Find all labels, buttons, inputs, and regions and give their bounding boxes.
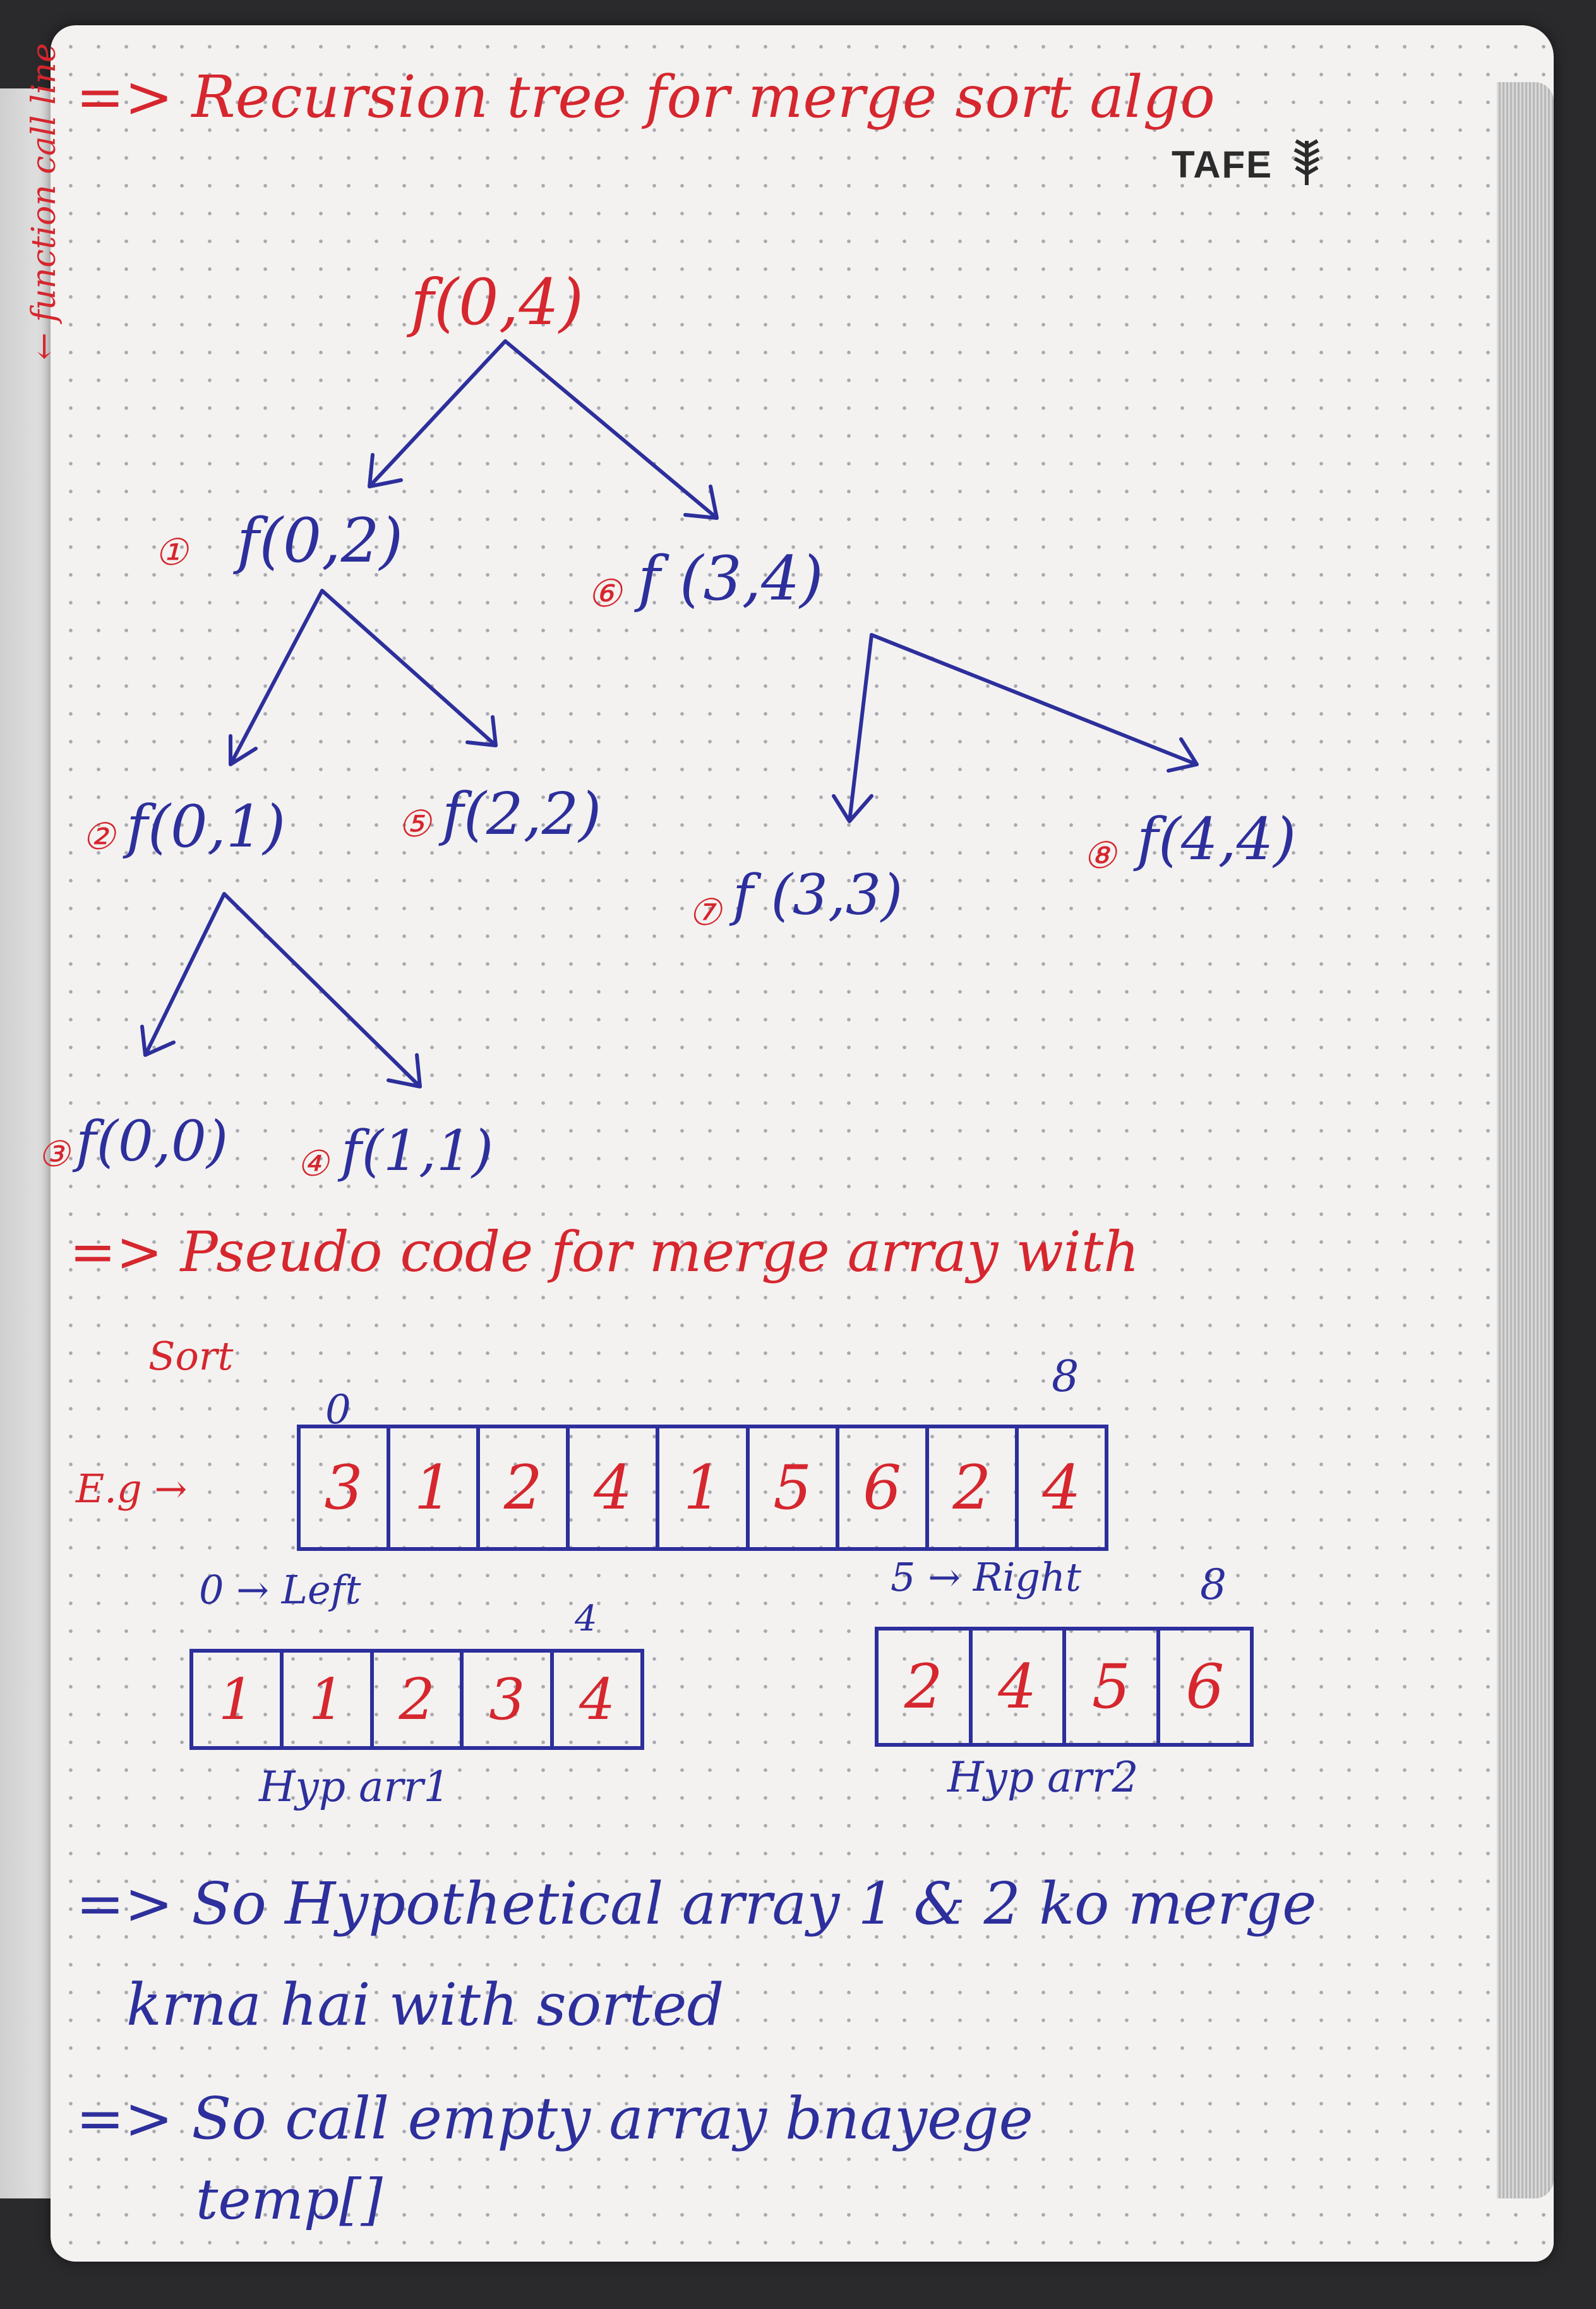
right-array-cell: 5 <box>1066 1631 1160 1743</box>
left-array-cell: 1 <box>284 1653 374 1746</box>
node-f-3-4: f (3,4) <box>638 543 824 614</box>
edge-34-left <box>832 633 873 823</box>
note-2-line-2: temp[] <box>196 2167 383 2232</box>
node-f-0-0: f(0,0) <box>76 1109 229 1174</box>
left-array-cell: 2 <box>374 1653 464 1746</box>
left-array-cell: 3 <box>464 1653 555 1746</box>
left-end-index: 4 <box>575 1598 597 1639</box>
note-2-line-1: => So call empty array bnayege <box>76 2085 1033 2152</box>
edge-02-left <box>229 589 324 766</box>
example-array-cell: 2 <box>480 1428 570 1547</box>
right-array-caption: Hyp arr2 <box>947 1753 1139 1802</box>
example-array-cell: 2 <box>929 1428 1019 1547</box>
note-1-line-2: krna hai with sorted <box>126 1971 724 2039</box>
example-array-cell: 3 <box>301 1428 391 1547</box>
right-array-label: 5 → Right <box>891 1554 1081 1600</box>
step-marker-7: ⑦ <box>688 891 721 934</box>
edge-01-left <box>140 892 226 1057</box>
example-array-cell: 5 <box>750 1428 839 1547</box>
example-array-cell: 4 <box>570 1428 660 1547</box>
example-label: E.g → <box>76 1466 188 1512</box>
example-array-cell: 1 <box>659 1428 750 1547</box>
wheat-logo-icon <box>1293 139 1320 185</box>
right-end-index: 8 <box>1200 1560 1227 1609</box>
pseudo-heading: => Pseudo code for merge array with <box>69 1219 1139 1284</box>
node-f-4-4: f(4,4) <box>1137 805 1297 873</box>
node-f-0-2: f(0,2) <box>237 505 404 576</box>
example-array-cell: 4 <box>1042 1452 1081 1523</box>
note-1-line-1: => So Hypothetical array 1 & 2 ko merge <box>76 1870 1317 1938</box>
example-array-cell: 1 <box>390 1428 481 1547</box>
pseudo-heading-continued: Sort <box>148 1333 234 1379</box>
right-array-cell: 4 <box>973 1631 1066 1743</box>
tree-heading: => Recursion tree for merge sort algo <box>76 63 1215 131</box>
right-array-cell: 2 <box>879 1631 973 1743</box>
node-f-0-4: f(0,4) <box>411 265 584 339</box>
notebook-page <box>51 25 1554 2262</box>
node-f-0-1: f(0,1) <box>126 793 286 860</box>
right-array-cell: 6 <box>1185 1651 1225 1722</box>
step-marker-8: ⑧ <box>1083 834 1116 877</box>
node-f-1-1: f(1,1) <box>341 1118 494 1183</box>
step-marker-1: ① <box>155 531 188 574</box>
step-marker-6: ⑥ <box>587 572 621 616</box>
node-f-3-3: f (3,3) <box>733 862 903 927</box>
brand-text: TAFE <box>1172 143 1273 186</box>
edge-02-right <box>320 589 498 747</box>
node-f-2-2: f(2,2) <box>442 780 602 848</box>
left-array-cell: 1 <box>193 1653 284 1746</box>
step-marker-5: ⑤ <box>398 802 431 845</box>
page-stack-edge <box>1497 82 1554 2198</box>
left-array-label: 0 → Left <box>199 1567 361 1613</box>
example-array-cell: 6 <box>839 1428 929 1547</box>
step-marker-2: ② <box>82 815 115 858</box>
brand-logo: TAFE <box>1172 136 1329 186</box>
edge-root-left <box>368 339 507 488</box>
left-array-caption: Hyp arr1 <box>259 1763 450 1811</box>
edge-01-right <box>222 892 422 1088</box>
step-marker-3: ③ <box>38 1134 70 1175</box>
edge-34-right <box>870 633 1199 773</box>
left-array-cell: 4 <box>579 1666 616 1733</box>
example-end-index: 8 <box>1052 1352 1079 1402</box>
edge-root-right <box>503 339 719 520</box>
step-marker-4: ④ <box>297 1143 329 1185</box>
